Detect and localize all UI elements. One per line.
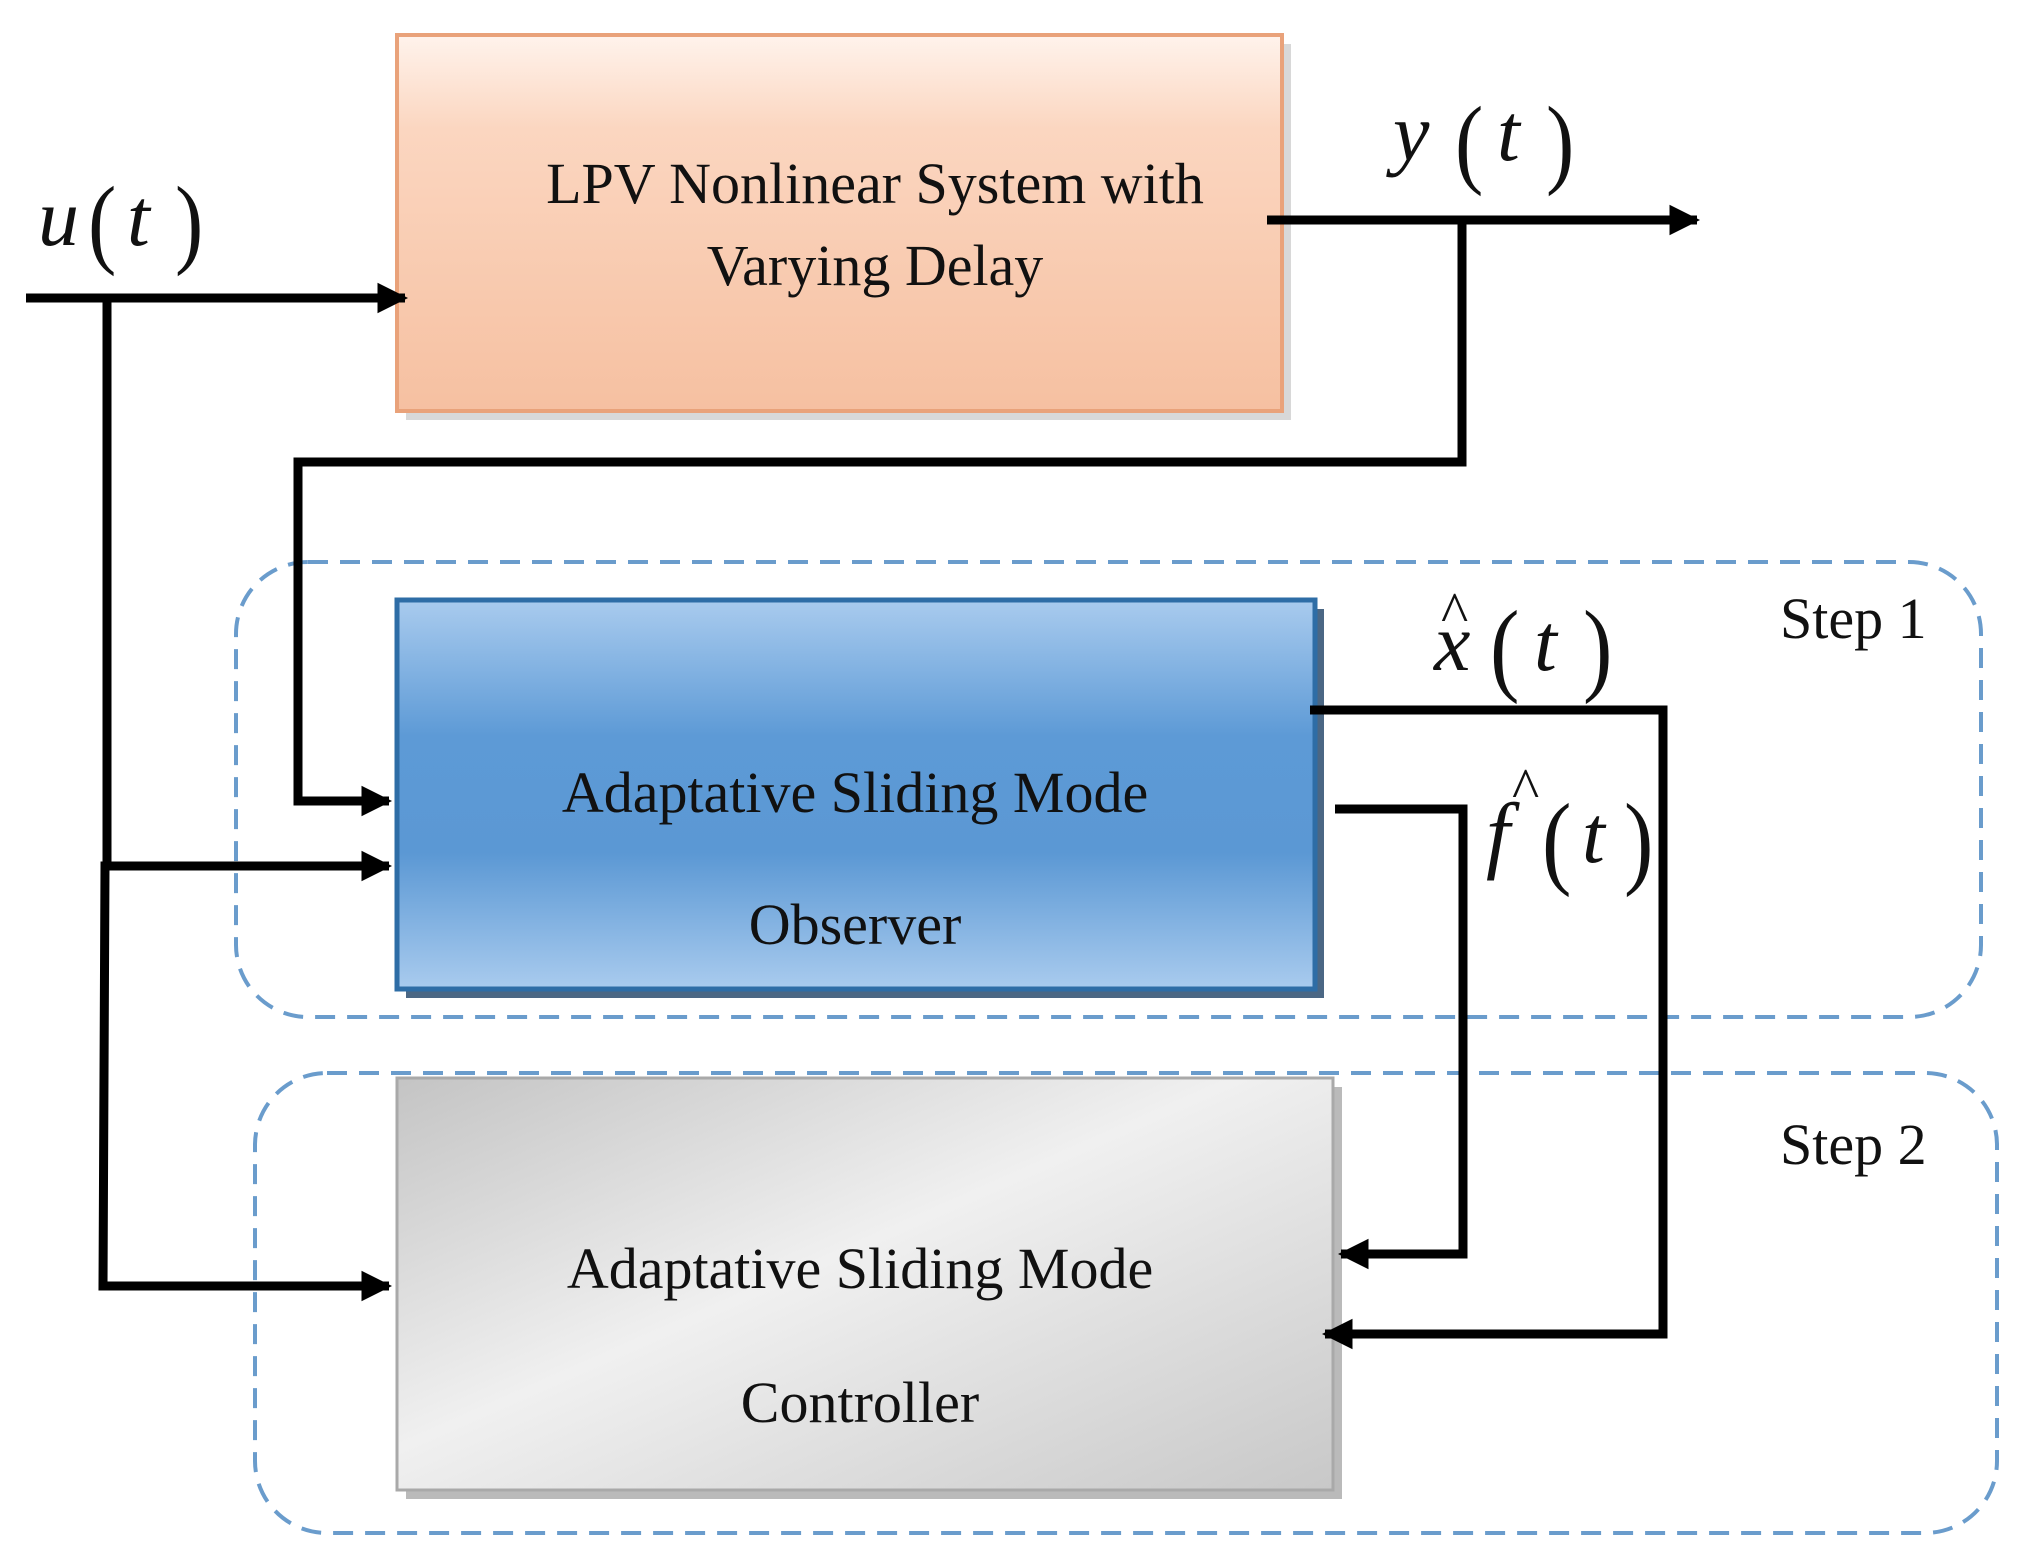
state-estimate-open-paren: (: [1490, 589, 1519, 704]
step1-label: Step 1: [1780, 586, 1927, 651]
observer-label-line2: Observer: [749, 892, 962, 957]
fault-estimate-close-paren: ): [1624, 782, 1653, 897]
input-symbol: u: [38, 172, 79, 263]
state-estimate-symbol: x: [1433, 597, 1470, 688]
input-open-paren: (: [88, 167, 116, 278]
fault-estimate-open-paren: (: [1542, 782, 1571, 897]
output-arg: t: [1497, 87, 1522, 178]
lpv-system-label-line2: Varying Delay: [707, 233, 1044, 298]
state-estimate-close-paren: ): [1583, 589, 1612, 704]
controller-label-line2: Controller: [741, 1370, 979, 1435]
observer-block: Adaptative Sliding Mode Observer: [394, 597, 1324, 998]
state-estimate-arg: t: [1534, 597, 1559, 688]
input-to-observer-arrow: [102, 298, 393, 882]
input-to-controller-arrow: [98, 861, 393, 1302]
output-signal-label: y ( t ): [1386, 87, 1574, 198]
input-arg: t: [127, 172, 152, 263]
lpv-system-label-line1: LPV Nonlinear System with: [546, 151, 1204, 216]
input-close-paren: ): [175, 167, 203, 278]
output-symbol: y: [1386, 87, 1430, 178]
fault-estimate-signal-label: f ^ ( t ): [1486, 756, 1653, 898]
output-close-paren: ): [1546, 87, 1574, 198]
input-signal-label: u ( t ): [38, 167, 203, 278]
state-estimate-to-controller-arrow: [1310, 705, 1668, 1350]
step2-region: [253, 1071, 1999, 1535]
output-to-observer-arrow: [293, 220, 1467, 817]
observer-label-line1: Adaptative Sliding Mode: [562, 760, 1148, 825]
output-open-paren: (: [1455, 87, 1483, 198]
step2-label: Step 2: [1780, 1112, 1927, 1177]
fault-estimate-arg: t: [1582, 789, 1607, 880]
controller-label-line1: Adaptative Sliding Mode: [567, 1236, 1153, 1301]
lpv-system-block: LPV Nonlinear System with Varying Delay: [395, 33, 1291, 420]
controller-block: Adaptative Sliding Mode Controller: [395, 1076, 1342, 1499]
fault-estimate-hat: ^: [1512, 756, 1539, 821]
state-estimate-hat: ^: [1441, 580, 1468, 645]
step1-region: [234, 560, 1983, 1019]
state-estimate-signal-label: x ^ ( t ): [1433, 580, 1612, 705]
fault-estimate-to-controller-arrow: [1335, 804, 1468, 1270]
